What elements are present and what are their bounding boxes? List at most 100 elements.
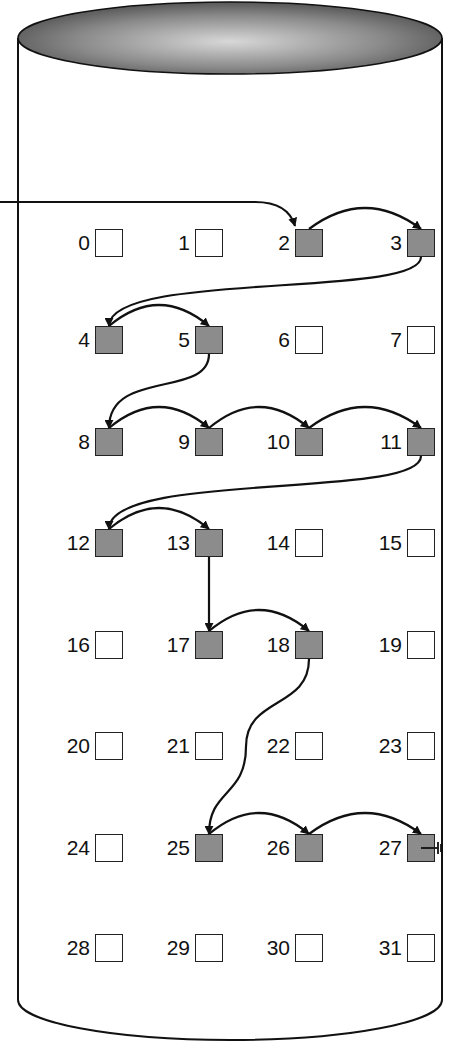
- block-number: 17: [167, 631, 190, 659]
- block-number: 29: [167, 934, 190, 962]
- disk-block: 1: [178, 229, 223, 257]
- link-pointer: [309, 208, 421, 229]
- block-number: 11: [380, 428, 402, 456]
- block-number: 2: [278, 229, 290, 257]
- disk-block: 8: [78, 428, 123, 456]
- used-block-square: [295, 428, 323, 456]
- block-number: 8: [78, 428, 90, 456]
- disk-block: 21: [167, 732, 223, 760]
- block-number: 25: [167, 834, 190, 862]
- link-pointer: [109, 305, 209, 326]
- disk-block: 24: [67, 834, 123, 862]
- block-number: 21: [167, 732, 190, 760]
- disk-block: 27: [379, 834, 435, 862]
- disk-block: 23: [379, 732, 435, 760]
- free-block-square: [195, 229, 223, 257]
- free-block-square: [295, 326, 323, 354]
- used-block-square: [295, 834, 323, 862]
- block-number: 31: [379, 934, 402, 962]
- disk-block: 13: [167, 529, 223, 557]
- disk-block: 5: [178, 326, 223, 354]
- used-block-square: [195, 428, 223, 456]
- used-block-square: [407, 834, 435, 862]
- block-number: 16: [67, 631, 90, 659]
- block-number: 23: [379, 732, 402, 760]
- disk-block: 16: [67, 631, 123, 659]
- free-block-square: [95, 934, 123, 962]
- free-block-square: [195, 934, 223, 962]
- block-number: 6: [278, 326, 290, 354]
- free-block-square: [95, 631, 123, 659]
- disk-block: 26: [267, 834, 323, 862]
- disk-block: 15: [379, 529, 435, 557]
- disk-block: 29: [167, 934, 223, 962]
- free-block-square: [407, 326, 435, 354]
- block-number: 12: [67, 529, 90, 557]
- free-block-square: [407, 934, 435, 962]
- disk-block: 25: [167, 834, 223, 862]
- free-block-square: [295, 732, 323, 760]
- used-block-square: [295, 229, 323, 257]
- disk-block: 0: [78, 229, 123, 257]
- free-block-square: [195, 732, 223, 760]
- block-number: 0: [78, 229, 90, 257]
- disk-block: 6: [278, 326, 323, 354]
- disk-block: 18: [267, 631, 323, 659]
- link-pointer: [309, 407, 421, 428]
- used-block-square: [407, 428, 435, 456]
- null-pointer-symbol: [421, 842, 441, 854]
- disk-block: 30: [267, 934, 323, 962]
- block-number: 14: [267, 529, 290, 557]
- link-pointer: [309, 813, 421, 834]
- disk-block: 28: [67, 934, 123, 962]
- used-block-square: [295, 631, 323, 659]
- link-pointer: [109, 257, 421, 326]
- disk-block: 20: [67, 732, 123, 760]
- used-block-square: [407, 229, 435, 257]
- link-pointer: [109, 456, 421, 529]
- used-block-square: [95, 529, 123, 557]
- block-number: 10: [267, 428, 290, 456]
- free-block-square: [407, 732, 435, 760]
- block-number: 22: [267, 732, 290, 760]
- link-pointer: [209, 659, 309, 834]
- block-number: 24: [67, 834, 90, 862]
- disk-block: 17: [167, 631, 223, 659]
- free-block-square: [295, 934, 323, 962]
- block-number: 18: [267, 631, 290, 659]
- used-block-square: [195, 529, 223, 557]
- free-block-square: [407, 631, 435, 659]
- block-number: 1: [178, 229, 190, 257]
- link-pointer: [208, 557, 210, 631]
- link-pointer: [209, 813, 309, 834]
- disk-block: 3: [390, 229, 435, 257]
- disk-block: 2: [278, 229, 323, 257]
- free-block-square: [95, 732, 123, 760]
- link-pointer: [209, 407, 309, 428]
- disk-block: 12: [67, 529, 123, 557]
- block-number: 9: [178, 428, 190, 456]
- link-pointer: [109, 407, 209, 428]
- block-number: 5: [178, 326, 190, 354]
- block-number: 20: [67, 732, 90, 760]
- free-block-square: [295, 529, 323, 557]
- block-number: 15: [379, 529, 402, 557]
- free-block-square: [95, 834, 123, 862]
- link-pointer: [209, 610, 309, 631]
- used-block-square: [95, 326, 123, 354]
- disk-block: 19: [379, 631, 435, 659]
- used-block-square: [195, 631, 223, 659]
- used-block-square: [95, 428, 123, 456]
- disk-block: 31: [379, 934, 435, 962]
- block-number: 19: [379, 631, 402, 659]
- block-number: 27: [379, 834, 402, 862]
- block-number: 7: [390, 326, 402, 354]
- disk-block: 4: [78, 326, 123, 354]
- disk-block: 9: [178, 428, 223, 456]
- disk-block: 14: [267, 529, 323, 557]
- free-block-square: [407, 529, 435, 557]
